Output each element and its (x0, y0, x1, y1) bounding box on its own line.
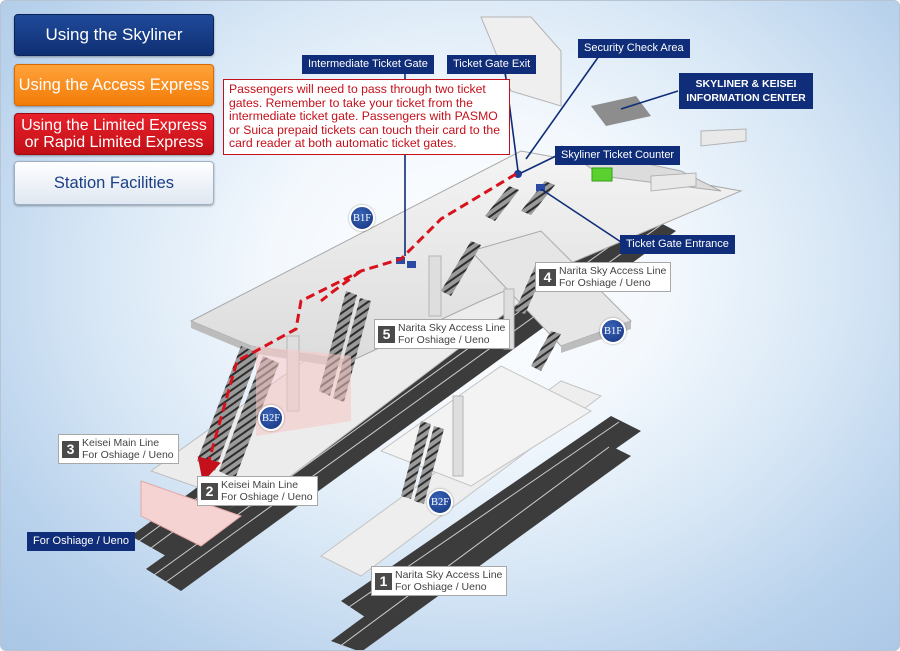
platform-5-label: 5 Narita Sky Access Line For Oshiage / U… (374, 319, 511, 349)
platform-info: Narita Sky Access Line For Oshiage / Uen… (395, 569, 502, 593)
platform-line-name: Narita Sky Access Line (559, 265, 667, 277)
walking-route (197, 172, 517, 483)
platform-number: 2 (201, 482, 218, 500)
using-access-express-button[interactable]: Using the Access Express (14, 64, 214, 106)
security-check-area-label: Security Check Area (578, 39, 690, 58)
using-limited-express-button[interactable]: Using the Limited Express or Rapid Limit… (14, 113, 214, 155)
platform-number: 3 (62, 440, 79, 458)
floor-badge-b2f-left: B2F (258, 405, 284, 431)
platform-info: Keisei Main Line For Oshiage / Ueno (82, 437, 174, 461)
platform-4-label: 4 Narita Sky Access Line For Oshiage / U… (535, 262, 672, 292)
info-center-line2: INFORMATION CENTER (686, 92, 806, 104)
info-center-line1: SKYLINER & KEISEI (695, 78, 797, 90)
intermediate-ticket-gate-label: Intermediate Ticket Gate (302, 55, 434, 74)
skyliner-ticket-counter-label: Skyliner Ticket Counter (555, 146, 681, 165)
platform-2-label: 2 Keisei Main Line For Oshiage / Ueno (197, 476, 318, 506)
info-center-label: SKYLINER & KEISEI INFORMATION CENTER (679, 73, 813, 109)
using-limited-express-label: Using the Limited Express or Rapid Limit… (21, 117, 207, 151)
for-oshiage-ueno-label: For Oshiage / Ueno (27, 532, 135, 551)
limited-label-line2: or Rapid Limited Express (24, 134, 204, 151)
platform-info: Keisei Main Line For Oshiage / Ueno (221, 479, 313, 503)
ticket-gate-exit-label: Ticket Gate Exit (447, 55, 537, 74)
platform-line-name: Narita Sky Access Line (395, 569, 503, 581)
using-skyliner-button[interactable]: Using the Skyliner (14, 14, 214, 56)
using-skyliner-label: Using the Skyliner (45, 25, 183, 44)
floor-badge-b2f-bottom: B2F (427, 489, 453, 515)
station-facilities-button[interactable]: Station Facilities (14, 161, 214, 205)
limited-label-line1: Using the Limited Express (21, 117, 207, 134)
platform-line-name: Keisei Main Line (221, 479, 299, 491)
floor-badge-b1f-upper: B1F (349, 205, 375, 231)
ticket-gate-entrance-label: Ticket Gate Entrance (620, 235, 735, 254)
platform-number: 1 (375, 572, 392, 590)
platform-destination: For Oshiage / Ueno (82, 449, 174, 461)
using-access-express-label: Using the Access Express (18, 76, 210, 94)
platform-destination: For Oshiage / Ueno (221, 491, 313, 503)
platform-destination: For Oshiage / Ueno (398, 334, 490, 346)
platform-3-label: 3 Keisei Main Line For Oshiage / Ueno (58, 434, 179, 464)
platform-line-name: Narita Sky Access Line (398, 322, 506, 334)
platform-info: Narita Sky Access Line For Oshiage / Uen… (559, 265, 666, 289)
ticket-gate-note: Passengers will need to pass through two… (223, 79, 510, 155)
platform-number: 4 (539, 268, 556, 286)
floor-badge-b1f-right: B1F (600, 318, 626, 344)
platform-destination: For Oshiage / Ueno (395, 581, 487, 593)
station-facilities-label: Station Facilities (53, 174, 175, 192)
platform-1-label: 1 Narita Sky Access Line For Oshiage / U… (371, 566, 508, 596)
platform-destination: For Oshiage / Ueno (559, 277, 651, 289)
platform-info: Narita Sky Access Line For Oshiage / Uen… (398, 322, 505, 346)
platform-line-name: Keisei Main Line (82, 437, 160, 449)
platform-number: 5 (378, 325, 395, 343)
